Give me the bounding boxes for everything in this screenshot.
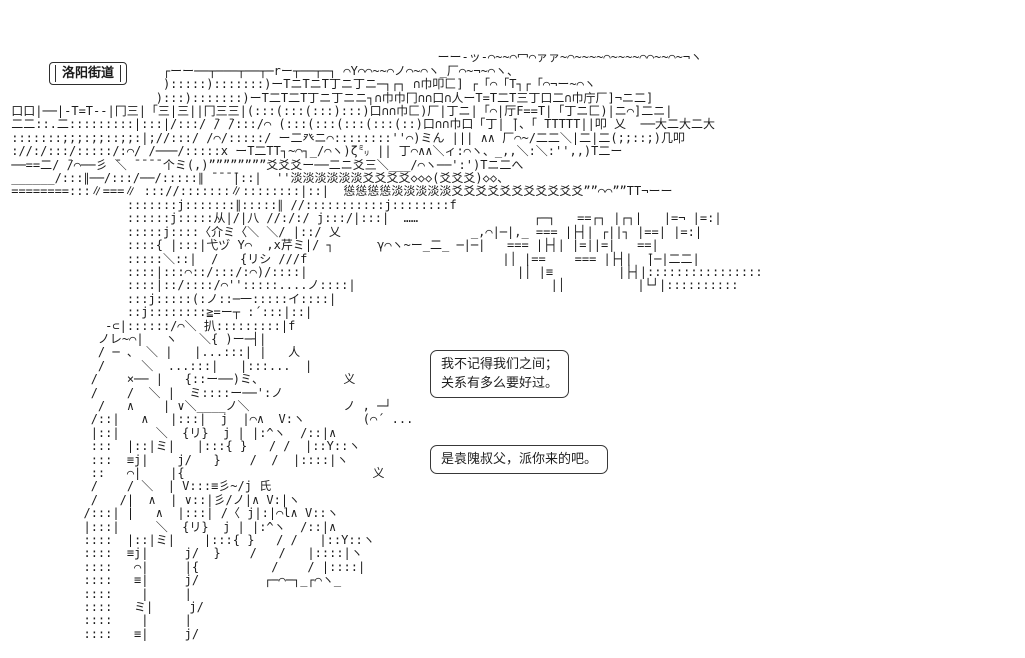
speech-bubble-2: 是袁隗叔父，派你来的吧。 — [430, 445, 609, 474]
speech-bubble-1-line-1: 我不记得我们之间； — [441, 357, 559, 372]
speech-bubble-2-line-1: 是袁隗叔父，派你来的吧。 — [441, 452, 598, 467]
location-label: 洛阳街道 — [55, 65, 122, 82]
location-label-box: 洛阳街道 — [49, 62, 128, 85]
ascii-art-scene: ーー-ッ-⌒~~⌒冖⌒ァァ~⌒~~~~⌒~~~~⌒⌒~~⌒~¬ヽ ┌ーー──┬─… — [11, 50, 763, 641]
speech-bubble-1: 我不记得我们之间； 关系有多么要好过。 — [430, 350, 570, 398]
speech-bubble-1-line-2: 关系有多么要好过。 — [441, 376, 559, 391]
